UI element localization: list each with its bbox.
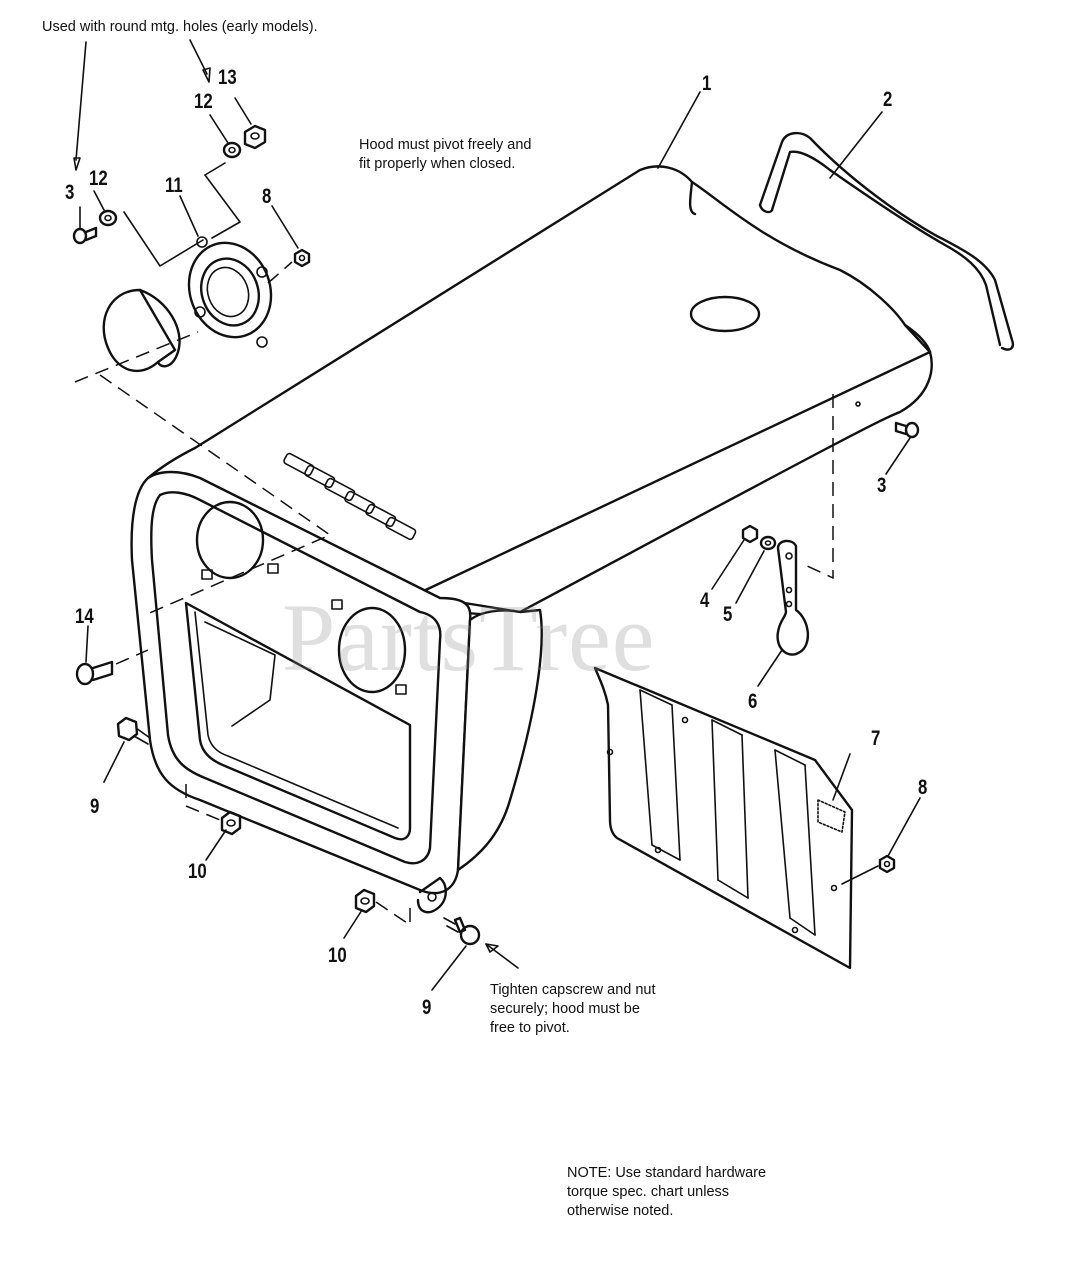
- grille-screen: [593, 666, 854, 970]
- nut-10-left: [220, 810, 242, 836]
- callout-8-top: 8: [262, 185, 272, 208]
- callout-4: 4: [700, 589, 710, 612]
- callout-5: 5: [723, 603, 733, 626]
- nut-13: [243, 124, 267, 150]
- callout-10-left: 10: [188, 860, 207, 883]
- hood-handle: [758, 131, 1015, 351]
- nut-4: [741, 524, 759, 544]
- nut-8-top: [293, 248, 311, 268]
- screw-3-right: [894, 421, 920, 439]
- capscrew-9-right: [443, 916, 481, 946]
- callout-13: 13: [218, 66, 237, 89]
- washer-12-left: [98, 209, 118, 227]
- callout-11: 11: [165, 174, 183, 197]
- capscrew-9-left: [116, 716, 151, 745]
- leader-lines: [73, 39, 921, 991]
- headlight-bracket: [187, 236, 273, 348]
- callout-12-left: 12: [89, 167, 108, 190]
- hood-vents: [283, 452, 417, 541]
- washer-5: [759, 535, 777, 551]
- callout-3-right: 3: [877, 474, 887, 497]
- note-early-models: Used with round mtg. holes (early models…: [42, 19, 318, 35]
- callout-10-right: 10: [328, 944, 347, 967]
- callout-3-left: 3: [65, 181, 75, 204]
- bolt-14: [75, 660, 114, 686]
- note-hood-pivot: Hood must pivot freely and fit properly …: [359, 137, 532, 172]
- callout-8-right: 8: [918, 776, 928, 799]
- washer-12-top: [222, 141, 242, 159]
- note-capscrew: Tighten capscrew and nut securely; hood …: [490, 982, 656, 1036]
- callout-6: 6: [748, 690, 758, 713]
- hood: [130, 165, 933, 914]
- nut-10-right: [354, 888, 376, 914]
- headlight-lens: [102, 288, 181, 373]
- callout-9-right: 9: [422, 996, 432, 1019]
- callout-2: 2: [883, 88, 893, 111]
- nut-8-right: [878, 854, 896, 874]
- screw-3-left: [72, 226, 98, 245]
- callout-7: 7: [871, 727, 881, 750]
- callout-12-top: 12: [194, 90, 213, 113]
- callout-14: 14: [75, 605, 94, 628]
- callout-1: 1: [702, 72, 712, 95]
- callout-9-left: 9: [90, 795, 100, 818]
- latch: [776, 539, 809, 656]
- note-torque: NOTE: Use standard hardware torque spec.…: [567, 1165, 767, 1219]
